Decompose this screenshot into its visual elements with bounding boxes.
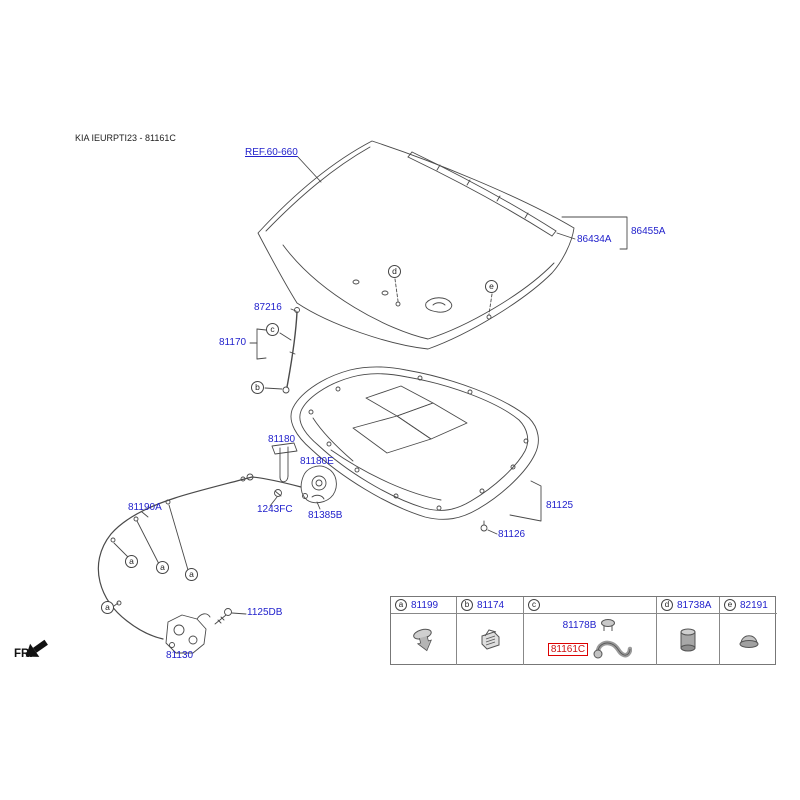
grommet-icon bbox=[680, 628, 696, 651]
callout-e: e bbox=[485, 280, 498, 293]
box-clip-icon bbox=[481, 628, 500, 650]
table-header-a: a 81199 bbox=[391, 597, 457, 614]
part-label-86434A[interactable]: 86434A bbox=[577, 234, 612, 245]
callout-a-4: a bbox=[101, 601, 114, 614]
part-link-81178B[interactable]: 81178B bbox=[562, 620, 597, 631]
hood-latch bbox=[165, 608, 232, 654]
callout-a-3: a bbox=[185, 568, 198, 581]
fr-label: FR. bbox=[14, 648, 33, 660]
weatherstrip bbox=[407, 151, 557, 237]
part-label-81126[interactable]: 81126 bbox=[498, 529, 526, 540]
prop-rod bbox=[282, 307, 300, 394]
part-link-81199[interactable]: 81199 bbox=[411, 599, 439, 611]
callout-d-header: d bbox=[661, 599, 673, 611]
part-link-82191[interactable]: 82191 bbox=[740, 599, 768, 611]
part-label-87216[interactable]: 87216 bbox=[254, 302, 282, 313]
small-clip-icon bbox=[601, 619, 616, 631]
callout-c-header: c bbox=[528, 599, 540, 611]
table-header-c: c bbox=[524, 597, 657, 614]
part-link-81738A[interactable]: 81738A bbox=[677, 599, 712, 611]
page-title: KIA IEURPTI23 - 81161C bbox=[75, 133, 176, 143]
table-cell-d bbox=[657, 614, 720, 665]
fr-arrow-icon bbox=[25, 639, 48, 657]
part-label-1243FC[interactable]: 1243FC bbox=[257, 504, 293, 515]
callout-a-header: a bbox=[395, 599, 407, 611]
callout-b: b bbox=[251, 381, 264, 394]
part-label-1125DB[interactable]: 1125DB bbox=[247, 607, 283, 618]
table-header-e: e 82191 bbox=[720, 597, 777, 614]
part-label-81170[interactable]: 81170 bbox=[219, 337, 247, 348]
table-header-b: b 81174 bbox=[457, 597, 524, 614]
callout-a-1: a bbox=[125, 555, 138, 568]
part-link-81161C[interactable]: 81161C bbox=[547, 642, 589, 656]
table-header-d: d 81738A bbox=[657, 597, 720, 614]
hook-handle-icon bbox=[593, 640, 633, 659]
part-label-86455A[interactable]: 86455A bbox=[631, 226, 666, 237]
table-cell-c: 81178B 81161C bbox=[524, 614, 657, 665]
part-label-81190A[interactable]: 81190A bbox=[128, 502, 162, 513]
callout-d: d bbox=[388, 265, 401, 278]
table-cell-b bbox=[457, 614, 524, 665]
callout-a-2: a bbox=[156, 561, 169, 574]
striker-assembly bbox=[271, 442, 337, 504]
table-cell-c-row-1: 81178B bbox=[563, 618, 618, 633]
part-link-81174[interactable]: 81174 bbox=[477, 599, 505, 611]
part-label-81125[interactable]: 81125 bbox=[546, 500, 574, 511]
hood-outline bbox=[257, 140, 575, 350]
callout-e-header: e bbox=[724, 599, 736, 611]
table-cell-a bbox=[391, 614, 457, 665]
release-cable bbox=[97, 473, 302, 640]
pin-clip-icon bbox=[412, 628, 432, 651]
ref-link[interactable]: REF.60-660 bbox=[245, 147, 298, 158]
callout-b-header: b bbox=[461, 599, 473, 611]
part-label-81130[interactable]: 81130 bbox=[166, 650, 194, 661]
part-label-81180[interactable]: 81180 bbox=[268, 434, 296, 445]
table-cell-e bbox=[720, 614, 777, 665]
parts-table: a 81199 b 81174 c d 81738A e 82191 bbox=[390, 596, 777, 665]
part-label-81385B[interactable]: 81385B bbox=[308, 510, 343, 521]
leader-lines bbox=[113, 156, 628, 615]
part-label-81180E[interactable]: 81180E bbox=[300, 456, 334, 467]
table-cell-c-row-2: 81161C bbox=[547, 637, 633, 661]
callout-c: c bbox=[266, 323, 279, 336]
insulator-pad bbox=[290, 366, 539, 532]
plug-icon bbox=[739, 634, 758, 648]
